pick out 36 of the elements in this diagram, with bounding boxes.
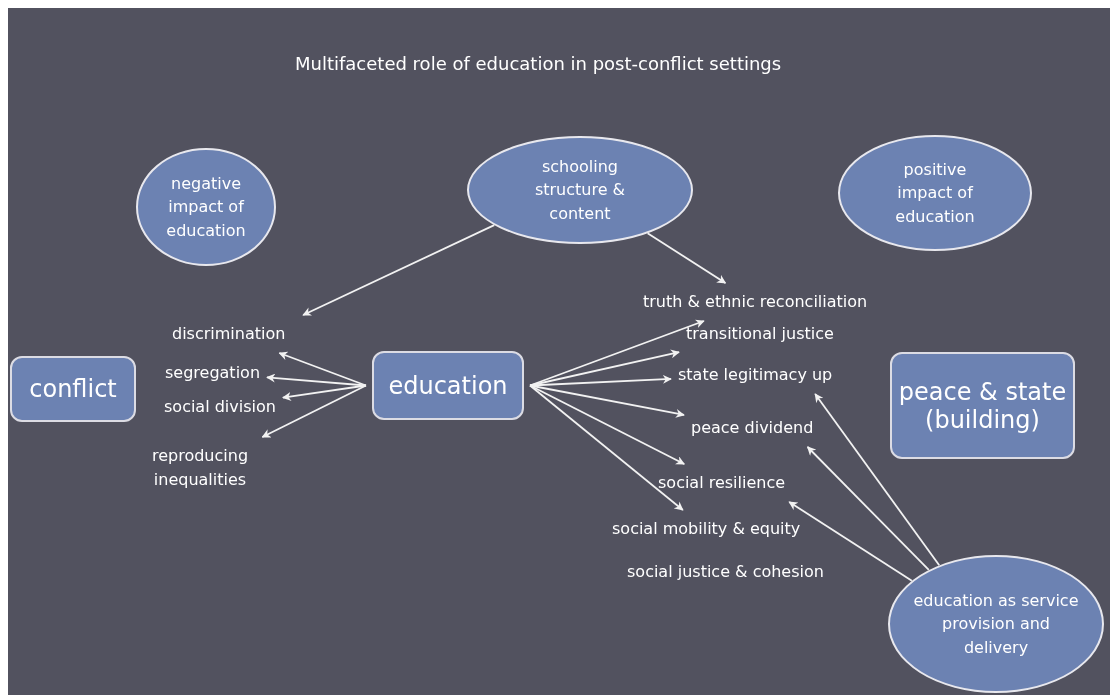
- rounded-box: [10, 356, 136, 422]
- diagram-title: Multifaceted role of education in post-conflict settings: [295, 53, 782, 74]
- node-label: peace dividend: [691, 416, 814, 440]
- node-label: reproducing inequalities: [140, 444, 260, 492]
- arrow: [529, 374, 672, 387]
- arrow: [282, 384, 367, 401]
- node-text: peace & state (building): [897, 377, 1068, 434]
- arrow: [806, 446, 930, 571]
- arrow: [529, 384, 685, 418]
- node-label: social resilience: [658, 471, 786, 495]
- arrow: [529, 384, 686, 465]
- arrow: [302, 224, 496, 316]
- node-label: social division: [164, 395, 276, 419]
- arrow: [278, 351, 367, 387]
- rounded-box: [890, 352, 1075, 459]
- node-text: education as service provision and delivery: [912, 590, 1080, 659]
- rounded-box: [372, 351, 524, 420]
- arrow: [646, 232, 727, 284]
- node-label: transitional justice: [686, 322, 834, 346]
- arrow: [261, 384, 367, 438]
- node-text: education: [388, 371, 508, 400]
- node-label: social mobility & equity: [612, 517, 801, 541]
- node-text: negative impact of education: [165, 173, 247, 242]
- node-text: positive impact of education: [894, 159, 976, 228]
- arrow: [788, 501, 913, 582]
- arrow: [814, 393, 941, 567]
- node-label: truth & ethnic reconciliation: [643, 290, 868, 314]
- arrow: [529, 384, 684, 511]
- node-text: conflict: [29, 375, 117, 403]
- arrow: [266, 373, 367, 387]
- arrow: [529, 349, 680, 387]
- outcome-label: social justice & cohesion: [627, 562, 824, 581]
- node-label: segregation: [165, 361, 260, 385]
- node-label: discrimination: [172, 322, 286, 346]
- node-label: state legitimacy up: [678, 363, 833, 387]
- node-text: schooling structure & content: [533, 156, 627, 225]
